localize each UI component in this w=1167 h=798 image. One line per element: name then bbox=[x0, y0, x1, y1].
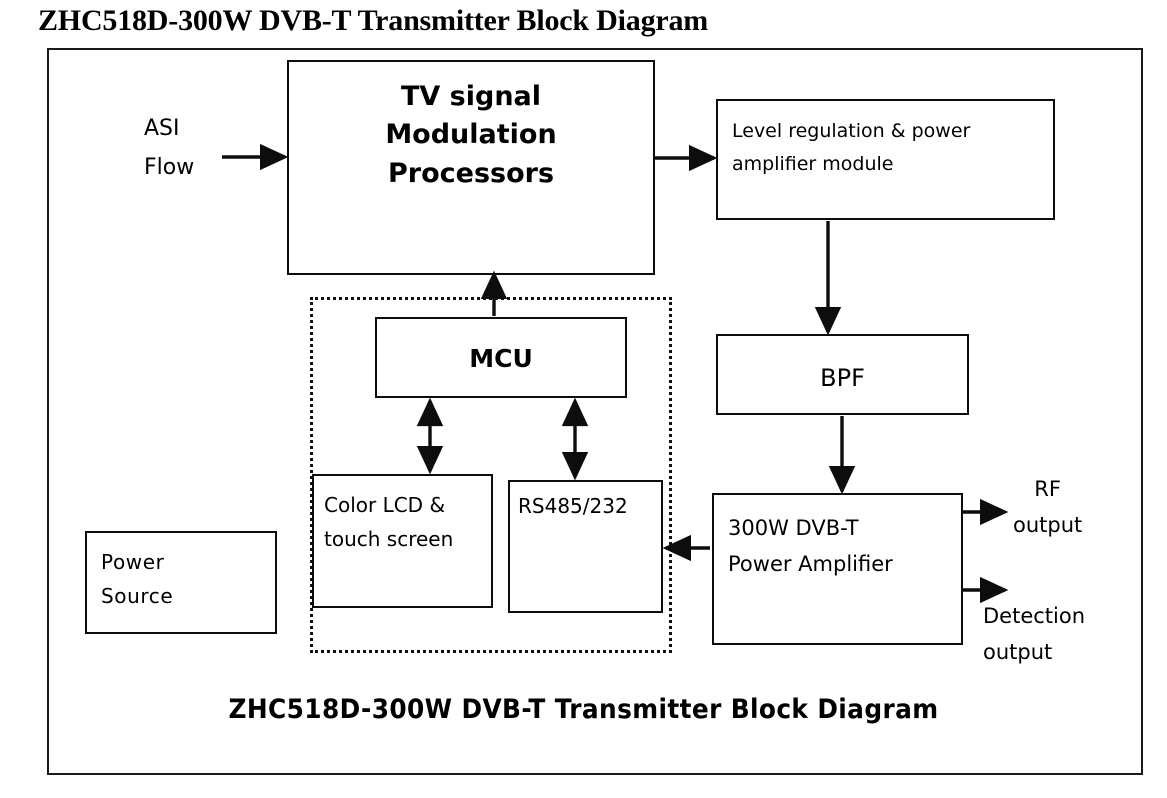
label-detection-output: Detection output bbox=[983, 604, 1086, 665]
block-level-regulation-power-amplifier-module[interactable]: Level regulation & power amplifier modul… bbox=[716, 99, 1055, 220]
block-color-lcd-touch-screen-label: Color LCD & touch screen bbox=[324, 493, 454, 551]
block-rs485-232[interactable]: RS485/232 bbox=[508, 480, 663, 613]
block-300w-dvbt-power-amplifier-label: 300W DVB-T Power Amplifier bbox=[728, 516, 893, 576]
block-mcu[interactable]: MCU bbox=[375, 317, 627, 398]
block-rs485-232-label: RS485/232 bbox=[518, 494, 628, 518]
block-mcu-label: MCU bbox=[469, 344, 533, 373]
block-bpf-label: BPF bbox=[820, 364, 865, 392]
block-power-source[interactable]: Power Source bbox=[85, 531, 277, 634]
block-color-lcd-touch-screen[interactable]: Color LCD & touch screen bbox=[312, 474, 493, 608]
block-power-source-label: Power Source bbox=[101, 550, 174, 609]
label-asi-flow: ASI Flow bbox=[144, 116, 195, 180]
block-tv-signal-modulation-processors-label: TV signal Modulation Processors bbox=[385, 81, 557, 189]
page-title: ZHC518D-300W DVB-T Transmitter Block Dia… bbox=[38, 4, 709, 37]
block-300w-dvbt-power-amplifier[interactable]: 300W DVB-T Power Amplifier bbox=[712, 493, 963, 645]
block-level-regulation-power-amplifier-module-label: Level regulation & power amplifier modul… bbox=[732, 120, 971, 175]
label-rf-output: RF output bbox=[1013, 477, 1083, 537]
block-bpf[interactable]: BPF bbox=[716, 334, 969, 415]
diagram-caption: ZHC518D-300W DVB-T Transmitter Block Dia… bbox=[228, 694, 939, 725]
block-tv-signal-modulation-processors[interactable]: TV signal Modulation Processors bbox=[287, 60, 655, 275]
